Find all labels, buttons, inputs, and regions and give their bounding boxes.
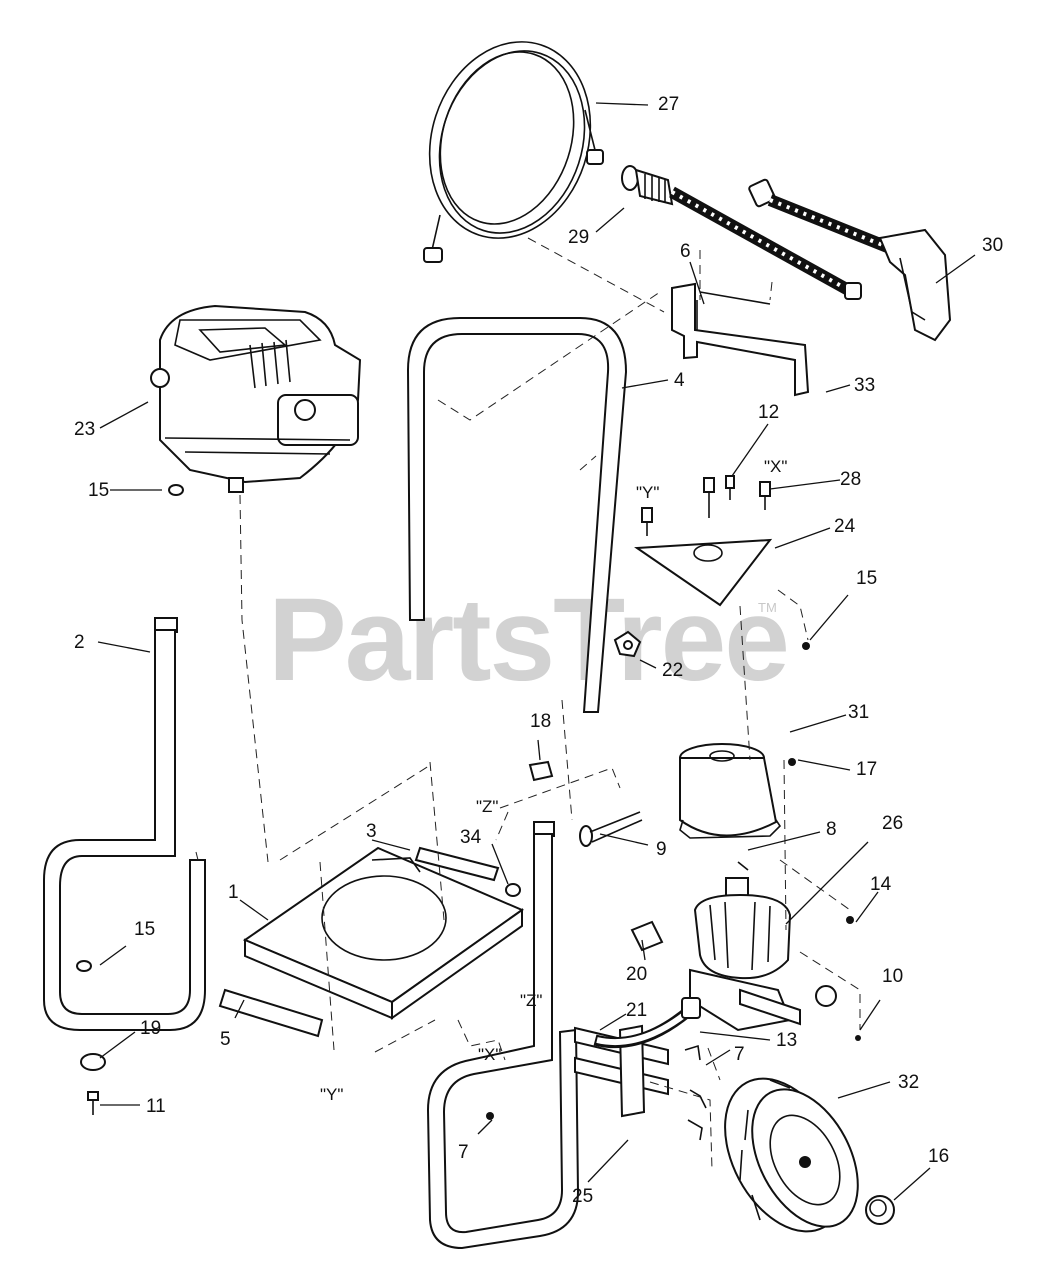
ref-mark-x-bottom: "X" xyxy=(478,1045,501,1064)
callout-20: 20 xyxy=(626,964,647,985)
cap-13[interactable] xyxy=(815,985,837,1007)
clip-7-right[interactable] xyxy=(684,1044,707,1141)
frame-strip-part[interactable] xyxy=(414,846,500,882)
knob-22[interactable] xyxy=(613,630,642,658)
washer-10[interactable] xyxy=(855,1035,861,1041)
callout-17: 17 xyxy=(856,759,877,780)
callout-15-left: 15 xyxy=(134,919,155,940)
pump-housing-part[interactable] xyxy=(679,743,782,839)
callout-27: 27 xyxy=(658,94,679,115)
callout-32: 32 xyxy=(898,1072,919,1093)
ref-mark-y-top: "Y" xyxy=(636,483,659,502)
spray-lance-part[interactable] xyxy=(621,165,862,300)
callout-34: 34 xyxy=(460,827,482,848)
callout-13: 13 xyxy=(776,1030,797,1051)
engine-part[interactable] xyxy=(150,304,362,493)
callout-21: 21 xyxy=(626,1000,647,1021)
nut-17[interactable] xyxy=(788,758,796,766)
screw-7-left[interactable] xyxy=(486,1112,494,1120)
watermark-text: PartsTree xyxy=(268,574,788,706)
spray-gun-part[interactable] xyxy=(748,178,952,342)
callout-14: 14 xyxy=(870,874,892,895)
callout-2: 2 xyxy=(74,632,85,653)
ref-mark-z-top: "Z" xyxy=(476,797,498,816)
callout-10: 10 xyxy=(882,966,903,987)
callout-labels: 27 29 30 6 4 33 23 15 12 28 24 15 2 22 1… xyxy=(74,94,1003,1207)
callout-7-right: 7 xyxy=(734,1044,745,1065)
callout-24: 24 xyxy=(834,516,856,537)
callout-16: 16 xyxy=(928,1146,949,1167)
cap-18[interactable] xyxy=(528,760,554,782)
callout-28: 28 xyxy=(840,469,861,490)
hose-21-part[interactable] xyxy=(593,997,701,1049)
hub-cap-part[interactable] xyxy=(865,1195,895,1225)
callout-4: 4 xyxy=(674,370,685,391)
callout-18: 18 xyxy=(530,711,551,732)
ref-mark-z-mid: "Z" xyxy=(520,991,542,1010)
callout-3: 3 xyxy=(366,821,377,842)
assembly-lines xyxy=(195,237,861,1171)
callout-19: 19 xyxy=(140,1018,161,1039)
callout-23: 23 xyxy=(74,419,95,440)
callout-15-right: 15 xyxy=(856,568,877,589)
nut-15-left[interactable] xyxy=(76,960,92,972)
callout-15-top: 15 xyxy=(88,480,109,501)
foot-19[interactable] xyxy=(80,1053,106,1071)
callout-31: 31 xyxy=(848,702,869,723)
callout-5: 5 xyxy=(220,1029,231,1050)
nut-15-right[interactable] xyxy=(802,642,810,650)
mounting-bolt-parts[interactable] xyxy=(641,475,771,536)
pump-part[interactable] xyxy=(689,861,801,1032)
pump-mount-plate-part[interactable] xyxy=(634,538,773,607)
callout-11: 11 xyxy=(146,1096,166,1117)
nut-15-top[interactable] xyxy=(168,484,184,496)
callout-9: 9 xyxy=(656,839,667,860)
leader-lines xyxy=(97,102,976,1201)
callout-7-left: 7 xyxy=(458,1142,469,1163)
inlet-fitting-20[interactable] xyxy=(630,920,664,952)
base-plate-part[interactable] xyxy=(242,846,525,1020)
callout-22: 22 xyxy=(662,660,683,681)
left-frame-part[interactable] xyxy=(43,617,206,1031)
ref-mark-x-top: "X" xyxy=(764,457,787,476)
trademark-text: TM xyxy=(758,600,777,615)
hose-part[interactable] xyxy=(405,21,615,263)
callout-25: 25 xyxy=(572,1186,593,1207)
callout-33: 33 xyxy=(854,375,875,396)
base-strip-part[interactable] xyxy=(218,988,324,1038)
callout-29: 29 xyxy=(568,227,589,248)
callout-6: 6 xyxy=(680,241,691,262)
screw-11[interactable] xyxy=(87,1091,99,1115)
callout-8: 8 xyxy=(826,819,837,840)
bolt-9[interactable] xyxy=(579,811,643,847)
callout-30: 30 xyxy=(982,235,1003,256)
handle-frame-part[interactable] xyxy=(406,317,628,713)
nut-34[interactable] xyxy=(505,883,521,897)
ref-mark-y-bottom: "Y" xyxy=(320,1085,343,1104)
nut-14[interactable] xyxy=(846,916,854,924)
callout-1: 1 xyxy=(228,882,239,903)
hose-bracket-part[interactable] xyxy=(671,282,810,397)
callout-26: 26 xyxy=(882,813,903,834)
wheel-part[interactable] xyxy=(701,1058,880,1252)
callout-12: 12 xyxy=(758,402,779,423)
